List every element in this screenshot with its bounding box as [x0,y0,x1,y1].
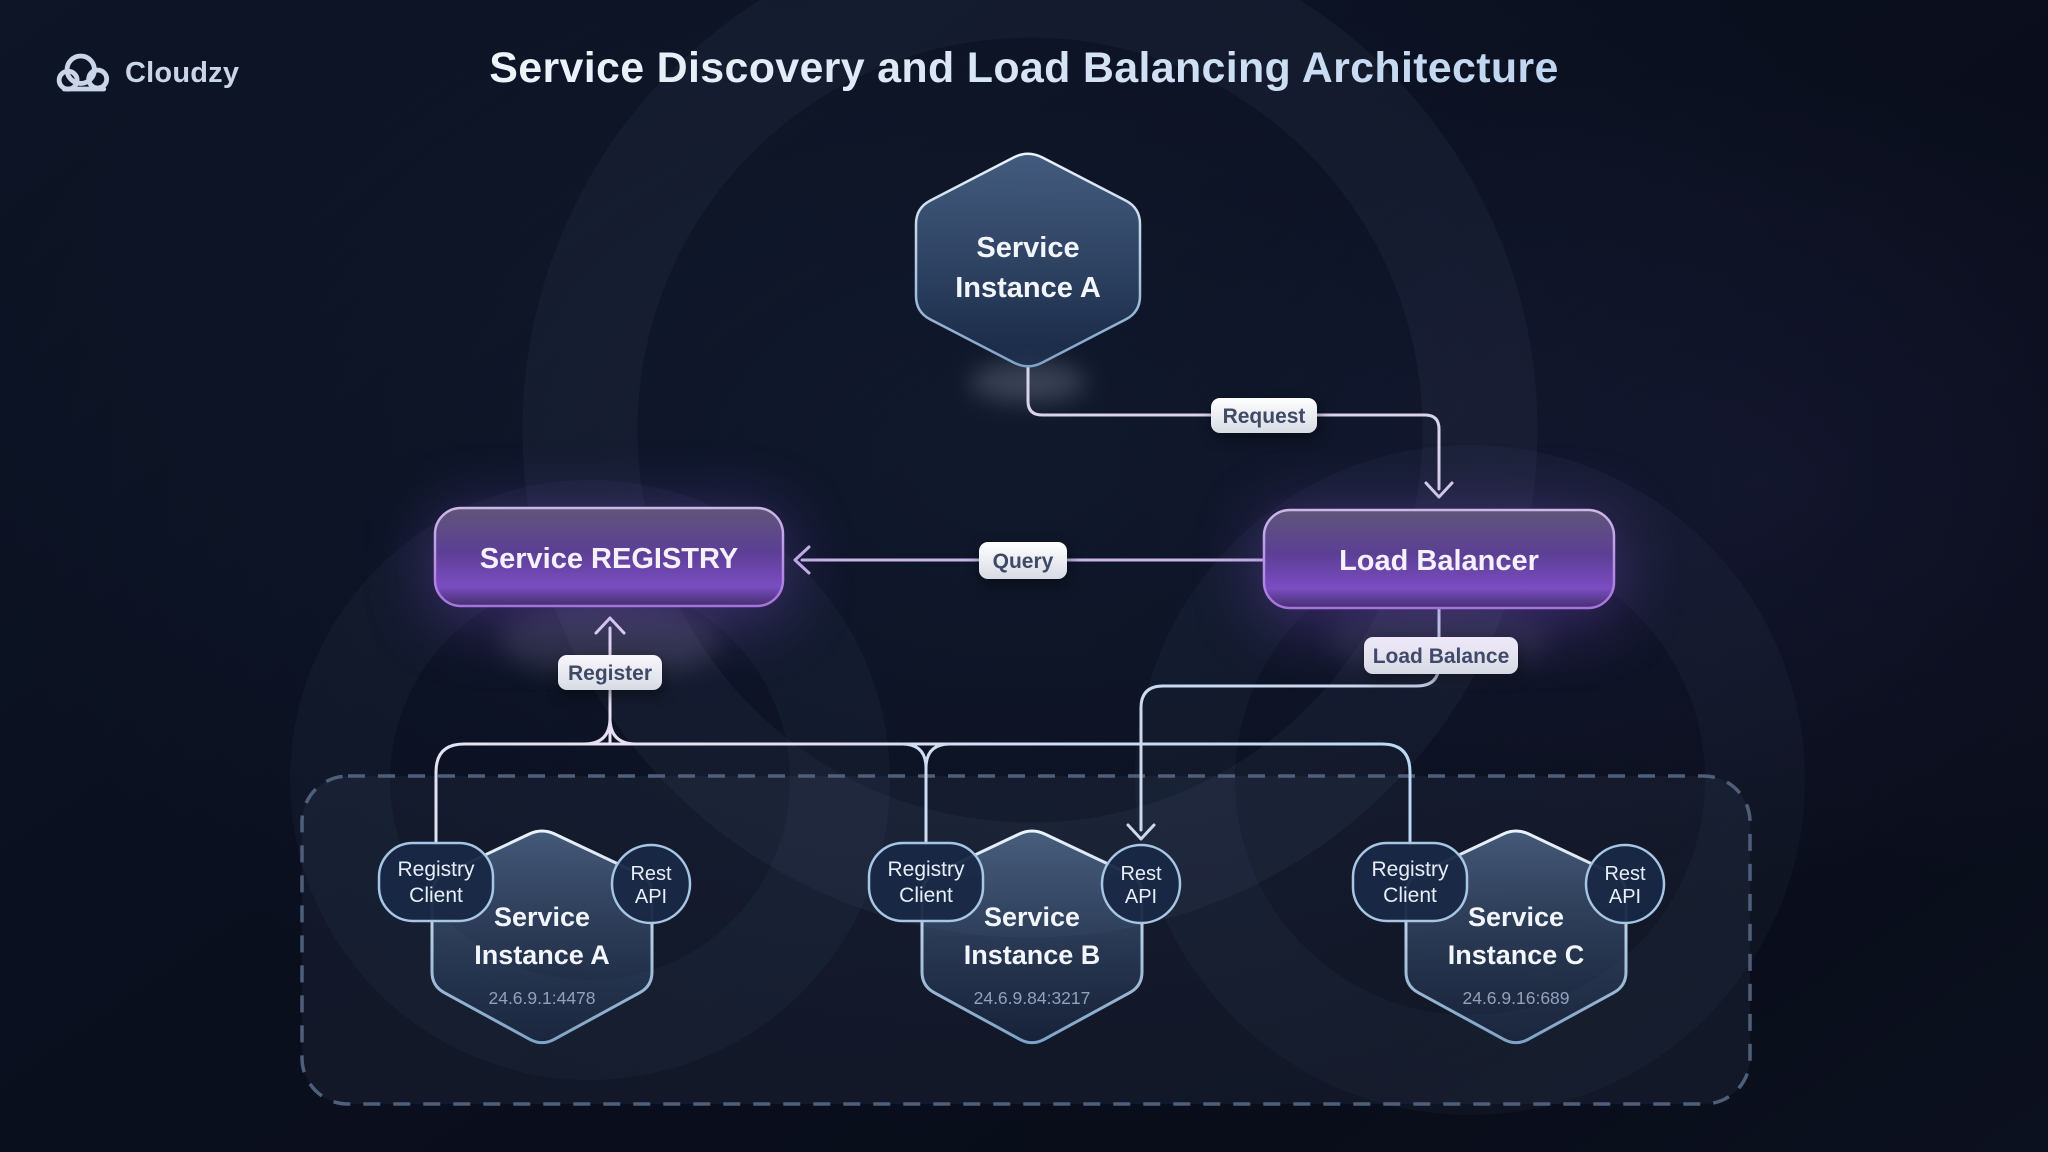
logo-text: Cloudzy [125,57,239,90]
edge-registry-bus-branch-b [900,742,952,846]
svg-text:Client: Client [899,884,953,907]
top-service-instance-node: Service Instance A [914,152,1142,368]
svg-text:Rest: Rest [1120,863,1162,885]
rest-api-badge: Rest API [1584,843,1666,925]
hexagon-shape [914,152,1142,368]
svg-text:Registry: Registry [1371,858,1449,881]
register-label: Register [558,655,662,690]
rest-api-badge: Rest API [1100,843,1182,925]
edge-load-balance-arrowhead [1126,823,1156,841]
cloudzy-cloud-icon [56,53,110,92]
svg-text:Instance B: Instance B [964,940,1101,970]
svg-text:Rest: Rest [1604,863,1646,885]
instance-c-ip: 24.6.9.16:689 [1462,988,1569,1008]
load-balancer-label: Load Balancer [1339,545,1539,577]
svg-text:Rest: Rest [630,863,672,885]
logo: Cloudzy [55,50,239,96]
service-registry-label: Service REGISTRY [480,543,738,575]
svg-text:Instance A: Instance A [474,940,610,970]
instance-c-node: Service Instance C 24.6.9.16:689 Registr… [1351,829,1666,1045]
svg-text:API: API [1125,886,1157,908]
service-registry-node: Service REGISTRY [433,506,785,608]
edge-label-pills: Request Query Register Load Balance [558,398,1518,690]
svg-text:Service: Service [976,232,1079,264]
registry-client-badge: Registry Client [867,841,985,923]
svg-text:Query: Query [993,550,1054,573]
edge-query-arrowhead [793,545,811,575]
query-label: Query [979,542,1067,579]
edge-registry-bus [434,742,1412,846]
registry-client-badge: Registry Client [1351,841,1469,923]
instance-a-ip: 24.6.9.1:4478 [488,988,595,1008]
svg-text:Request: Request [1223,405,1306,428]
svg-text:Register: Register [568,662,652,685]
svg-text:Client: Client [1383,884,1437,907]
svg-text:Registry: Registry [887,858,965,881]
svg-text:API: API [635,886,667,908]
request-label: Request [1211,398,1317,433]
svg-text:Service: Service [1468,902,1564,932]
instance-b-ip: 24.6.9.84:3217 [974,988,1091,1008]
svg-text:API: API [1609,886,1641,908]
registry-client-badge: Registry Client [377,841,495,923]
svg-text:Instance A: Instance A [955,272,1101,304]
svg-text:Load Balance: Load Balance [1373,645,1510,668]
load-balance-label: Load Balance [1364,637,1518,674]
edge-request-arrowhead [1424,481,1454,499]
svg-text:Service: Service [984,902,1080,932]
load-balancer-node: Load Balancer [1262,508,1616,610]
svg-text:Instance C: Instance C [1448,940,1585,970]
header: Cloudzy Service Discovery and Load Balan… [0,0,2048,110]
page-title: Service Discovery and Load Balancing Arc… [0,44,2048,93]
svg-text:Registry: Registry [397,858,475,881]
svg-text:Client: Client [409,884,463,907]
svg-text:Service: Service [494,902,590,932]
instance-b-node: Service Instance B 24.6.9.84:3217 Regist… [867,829,1182,1045]
edge-register-arrowhead [594,616,626,635]
instance-a-node: Service Instance A 24.6.9.1:4478 Registr… [377,829,692,1045]
rest-api-badge: Rest API [610,843,692,925]
